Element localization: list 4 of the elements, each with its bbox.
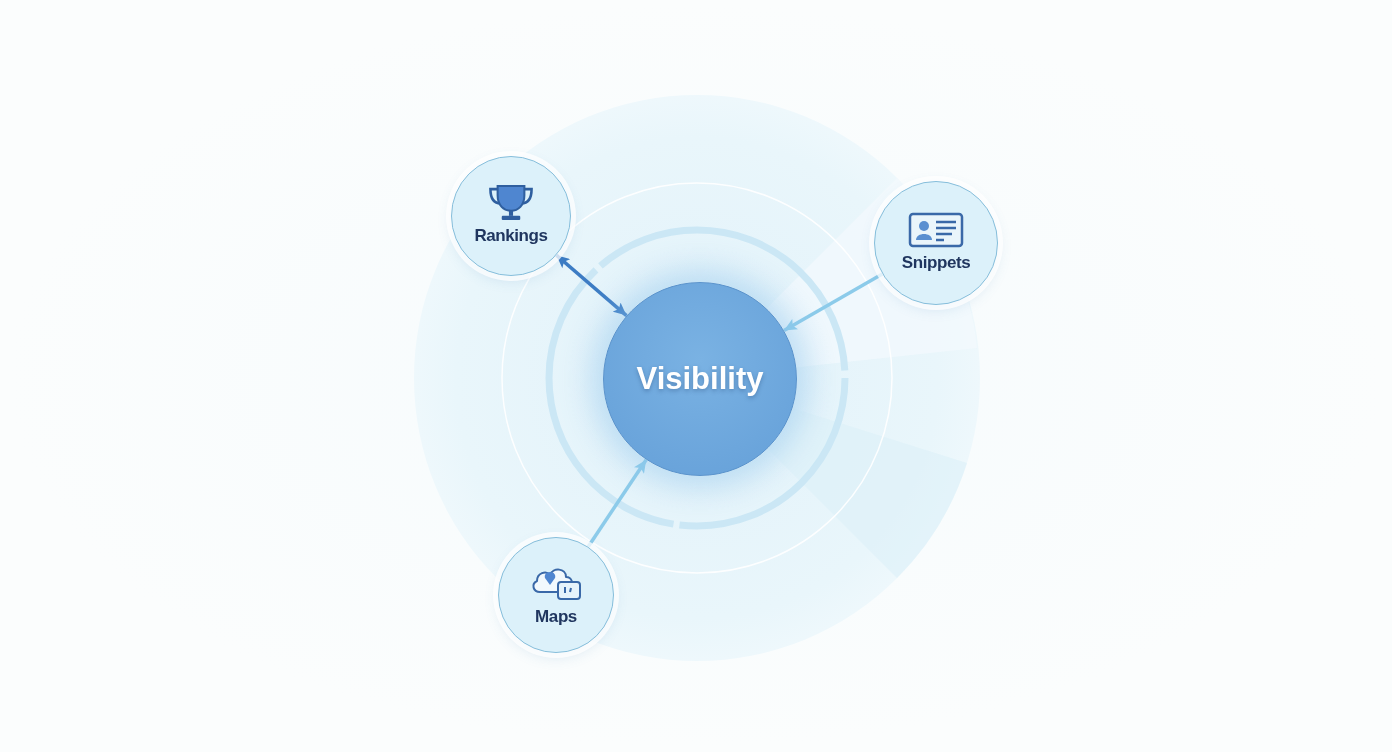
node-label: Maps xyxy=(535,606,577,628)
node-label: Snippets xyxy=(901,252,971,274)
hub-label: Visibility xyxy=(636,359,764,398)
node-label: Rankings xyxy=(474,225,548,247)
